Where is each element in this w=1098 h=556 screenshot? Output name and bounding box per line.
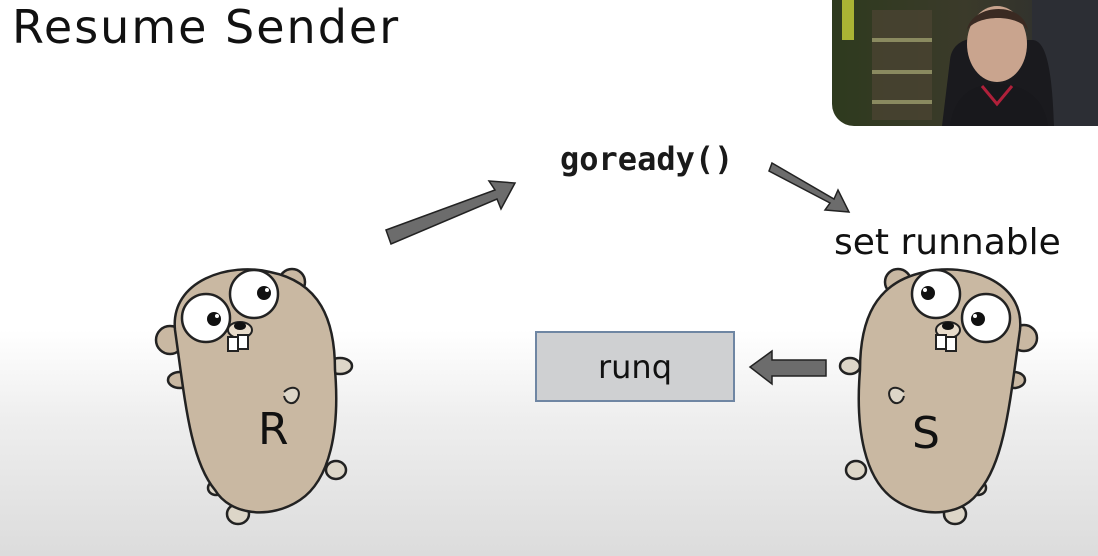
- webcam-video: [832, 0, 1098, 126]
- goready-label: goready(): [560, 140, 734, 178]
- arrow-to-runq: [748, 349, 827, 386]
- webcam-frame: [832, 0, 1098, 126]
- slide-title: Resume Sender: [12, 0, 401, 54]
- runq-box: runq: [535, 331, 735, 402]
- arrow-to-goready: [385, 180, 517, 246]
- arrow-to-set-runnable: [768, 161, 851, 213]
- sender-letter: S: [912, 408, 940, 459]
- receiver-letter: R: [258, 404, 289, 455]
- runq-label: runq: [597, 347, 673, 386]
- set-runnable-label: set runnable: [834, 222, 1061, 263]
